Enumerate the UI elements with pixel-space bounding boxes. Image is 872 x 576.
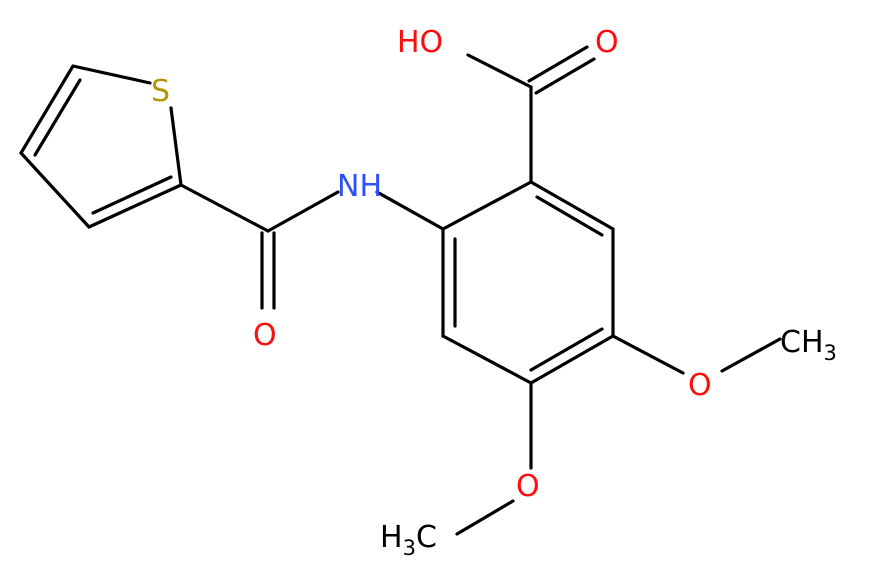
methyl-bottom-label: H3C <box>380 520 437 560</box>
methyl-right-subscript: 3 <box>824 341 837 365</box>
bond-carboxyl-double-o-b <box>534 57 596 95</box>
bond-carboxyl-double-o-a <box>527 45 589 83</box>
bond-thiophene-s-c5 <box>71 64 152 85</box>
bond-carboxyl-to-oh <box>466 53 533 89</box>
bond-methoxy-o-to-ch3-right <box>720 337 782 373</box>
bond-thiophene-c5-c4-inner <box>33 78 82 157</box>
bond-ring-c4-c5 <box>441 334 533 385</box>
bond-thiophene-c4-c3 <box>19 151 91 229</box>
amide-nh-label: NH <box>337 169 382 204</box>
bond-thiophene-c5-c4 <box>19 64 75 155</box>
bond-ring-c3-c4-inner <box>529 327 604 372</box>
amide-oxygen-label: O <box>253 318 277 353</box>
bond-ring-c6-c1 <box>441 180 533 231</box>
bond-carbonyl-to-thiophene <box>179 183 270 233</box>
bond-thiophene-c3-c2 <box>87 183 183 229</box>
carboxyl-oxygen-label: O <box>595 25 619 60</box>
bond-ring-c1-c2-inner <box>535 195 604 237</box>
bond-nh-to-carbonyl <box>266 190 340 233</box>
bond-thiophene-c3-c2-inner <box>91 175 173 215</box>
methyl-bottom-tail: C <box>416 520 437 555</box>
methoxy-oxygen-bottom-label: O <box>516 469 540 504</box>
atom-labels: HO O NH O S O O CH3 H3C <box>151 25 837 560</box>
methyl-right-label: CH3 <box>780 325 837 365</box>
bond-ring-to-nh <box>375 190 445 231</box>
bond-methoxy-o-to-ch3-bottom <box>455 499 515 536</box>
thiophene-sulfur-label: S <box>151 74 170 109</box>
bond-thiophene-c2-s <box>169 106 183 187</box>
methyl-bottom-subscript: 3 <box>403 536 416 560</box>
bonds <box>19 45 782 536</box>
bond-ring-c3-c4 <box>529 334 615 385</box>
methyl-bottom-main: H <box>380 520 403 555</box>
methyl-right-main: CH <box>780 325 824 360</box>
hydroxyl-label: HO <box>397 25 443 60</box>
bond-ring-to-methoxy-o-right <box>611 334 685 375</box>
methoxy-oxygen-right-label: O <box>688 368 712 403</box>
bond-ring-c1-c2 <box>529 180 615 231</box>
